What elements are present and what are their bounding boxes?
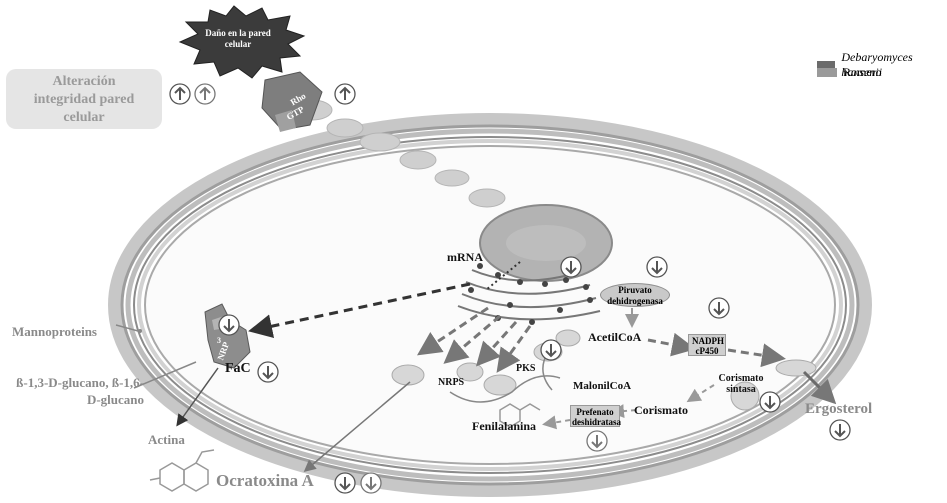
mrna-label: mRNA	[447, 250, 483, 265]
glucano-label: ß-1,3-D-glucano, ß-1,6-D-glucano	[14, 374, 144, 408]
actina-label: Actina	[148, 432, 185, 448]
mannoproteins-dot	[138, 329, 142, 333]
up-arrow-icon	[169, 83, 191, 105]
down-arrow-icon	[360, 472, 382, 494]
num3-label: 3	[217, 336, 221, 345]
prefenato-label: Prefenato deshidratasa	[572, 407, 618, 427]
legend-romero: Romero	[817, 65, 882, 80]
prefenato-enzyme: Prefenato deshidratasa	[570, 405, 620, 427]
nucleus	[480, 205, 612, 281]
down-arrow-icon	[560, 256, 582, 278]
down-arrow-icon	[708, 297, 730, 319]
down-arrow-icon	[540, 339, 562, 361]
acetilcoa-label: AcetilCoA	[588, 330, 641, 345]
up-arrow-icon	[194, 83, 216, 105]
ergosterol-label: Ergosterol	[805, 401, 872, 418]
piruvato-label: Piruvato dehidrogenasa	[606, 285, 664, 307]
mannoproteins-label: Mannoproteins	[12, 324, 97, 340]
cell-wall	[115, 120, 865, 490]
alteration-callout: Alteración integridad pared celular	[6, 69, 162, 129]
corismato-label: Corismato	[634, 403, 688, 418]
down-arrow-icon	[646, 256, 668, 278]
down-arrow-icon	[218, 314, 240, 336]
nadph-label: NADPH cP450	[692, 336, 722, 356]
down-arrow-icon	[334, 472, 356, 494]
alteration-label: Alteración integridad pared celular	[20, 73, 148, 127]
down-arrow-icon	[586, 430, 608, 452]
fenilalanina-label: Fenilalanina	[472, 419, 536, 434]
legend-swatch-romero	[817, 68, 837, 77]
piruvato-enzyme: Piruvato dehidrogenasa	[600, 283, 670, 307]
nadph-enzyme: NADPH cP450	[688, 334, 726, 356]
ocratoxina-molecule	[150, 450, 214, 491]
down-arrow-icon	[759, 391, 781, 413]
pks-label: PKS	[516, 363, 535, 374]
nrps-label: NRPS	[438, 377, 464, 388]
legend-label-romero: Romero	[843, 65, 882, 80]
down-arrow-icon	[257, 361, 279, 383]
fac-label: FaC	[225, 361, 251, 377]
wall-damage-label: Daño en la pared celular	[196, 28, 280, 50]
down-arrow-icon	[829, 419, 851, 441]
malonilcoa-label: MalonilCoA	[573, 380, 631, 392]
ocratoxina-label: Ocratoxina A	[216, 471, 314, 491]
up-arrow-icon	[334, 83, 356, 105]
